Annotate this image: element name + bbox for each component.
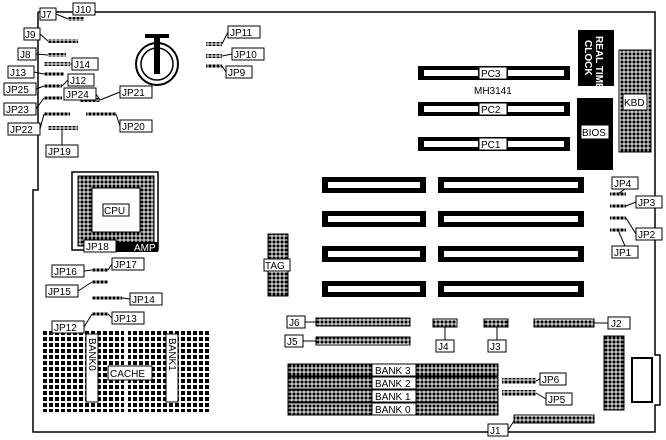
tag-label: TAG <box>265 261 285 272</box>
cache-area: BANK0 BANK1 CACHE <box>42 330 210 412</box>
pc1-label: PC1 <box>481 140 501 151</box>
j10-label: J10 <box>75 5 92 16</box>
small-headers <box>44 17 626 316</box>
board-model-label: MH3141 <box>474 86 512 97</box>
pc3-label: PC3 <box>481 69 501 80</box>
jp21-label: JP21 <box>122 88 145 99</box>
jp5-label: JP5 <box>548 395 566 406</box>
rtc-label-line2: CLOCK <box>582 40 593 76</box>
isa-slots <box>322 177 584 297</box>
memory-banks: BANK 3 BANK 2 BANK 1 BANK 0 <box>287 363 499 416</box>
jp3-label: JP3 <box>638 198 656 209</box>
rtc-label-line1: REAL TIME <box>593 36 604 90</box>
j1-label: J1 <box>490 426 501 437</box>
jp11-label: JP11 <box>230 28 252 39</box>
j8-label: J8 <box>20 50 31 61</box>
callouts: J7 J10 J9 J8 J14 J13 J12 JP25 JP24 JP21 … <box>3 2 663 437</box>
keyboard-controller-chip: KBD <box>618 49 652 153</box>
board-outline <box>32 11 661 433</box>
tag-ram-chip: TAG <box>263 233 291 297</box>
jp10-label: JP10 <box>234 50 257 61</box>
jp20-label: JP20 <box>122 122 145 133</box>
j14-label: J14 <box>74 60 91 71</box>
jp9-label: JP9 <box>228 68 246 79</box>
bank1-label: BANK 1 <box>375 392 411 403</box>
jp1-label: JP1 <box>614 248 632 259</box>
jp19-label: JP19 <box>48 147 71 158</box>
amp-label: AMP <box>134 243 156 254</box>
bank0-label: BANK 0 <box>375 405 411 416</box>
jp13-label: JP13 <box>114 314 137 325</box>
j12-label-top: J12 <box>70 76 87 87</box>
jp12-label: JP12 <box>54 323 77 334</box>
pc2-label: PC2 <box>481 105 501 116</box>
jp18-label: JP18 <box>86 242 109 253</box>
j4-label: J4 <box>438 342 449 353</box>
jp17-label: JP17 <box>114 260 137 271</box>
battery <box>135 34 179 86</box>
jp24-label: JP24 <box>66 90 89 101</box>
bank2-label: BANK 2 <box>375 379 411 390</box>
real-time-clock-chip: REAL TIME CLOCK <box>578 30 614 90</box>
cpu-label: CPU <box>104 206 125 217</box>
j3-label: J3 <box>490 342 501 353</box>
jp4-label: JP4 <box>614 179 632 190</box>
bios-chip: BIOS <box>577 98 613 170</box>
j13-label: J13 <box>10 68 27 79</box>
j2-label: J2 <box>611 319 622 330</box>
jp25-label: JP25 <box>6 85 29 96</box>
bank3-label: BANK 3 <box>375 366 411 377</box>
cpu-socket: CPU AMP <box>71 171 159 254</box>
jp22-label: JP22 <box>10 125 33 136</box>
cache-bank0-label: BANK0 <box>86 338 97 371</box>
bios-label: BIOS <box>582 128 606 139</box>
j9-label: J9 <box>25 30 36 41</box>
jp23-label: JP23 <box>6 105 29 116</box>
leader-lines <box>33 13 637 431</box>
jp16-label: JP16 <box>54 267 77 278</box>
power-connector <box>603 335 653 411</box>
cache-label: CACHE <box>110 369 145 380</box>
jp2-label: JP2 <box>638 230 656 241</box>
jp14-label: JP14 <box>132 295 155 306</box>
pc-slots: PC3 MH3141 PC2 PC1 <box>418 66 570 151</box>
cache-bank1-label: BANK1 <box>166 338 177 371</box>
j6-label: J6 <box>289 318 300 329</box>
j5-label: J5 <box>287 337 298 348</box>
kbd-label: KBD <box>624 98 645 109</box>
j7-label: J7 <box>41 10 52 21</box>
jp6-label: JP6 <box>542 375 560 386</box>
jp15-label: JP15 <box>48 287 71 298</box>
